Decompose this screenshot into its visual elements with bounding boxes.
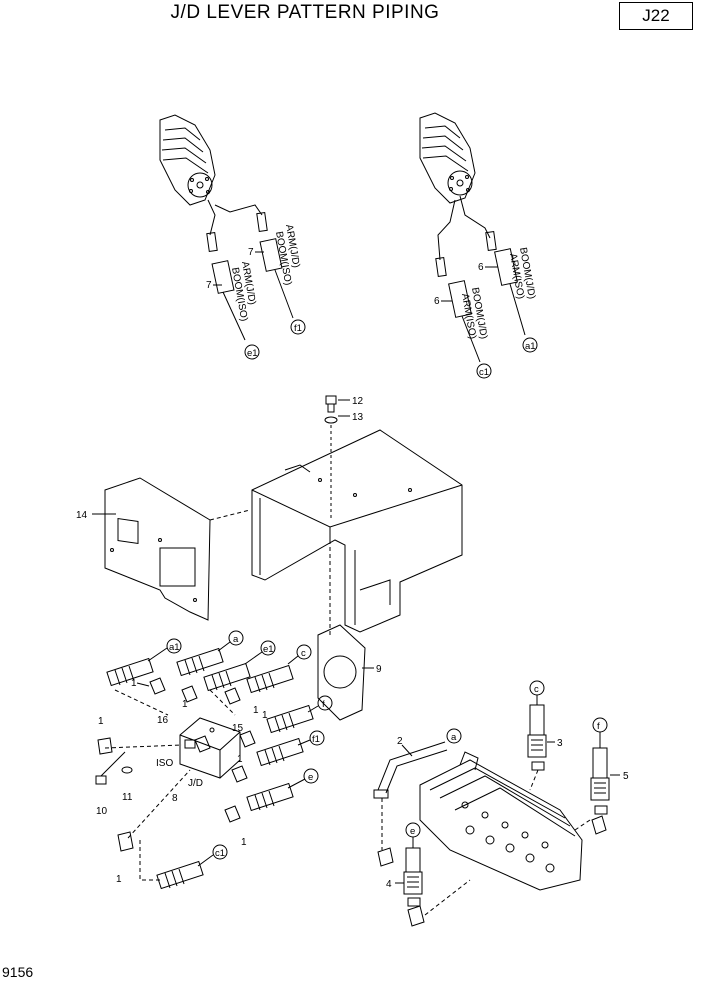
bolt-12 [325, 395, 337, 413]
callout-14: 14 [76, 510, 88, 521]
page-number: 9156 [2, 964, 34, 980]
callout-10: 10 [96, 806, 108, 817]
callout-3: 3 [557, 738, 563, 749]
callout-12: 12 [352, 396, 364, 407]
main-control-valve [419, 751, 583, 891]
hose-fitting-f [266, 695, 333, 734]
left-hose-end-e1 [211, 260, 260, 360]
callout-9: 9 [376, 664, 382, 675]
hose-4 [403, 822, 425, 927]
callout-1h: 1 [116, 874, 122, 885]
hose-3 [527, 680, 547, 771]
callout-6a: 6 [434, 296, 440, 307]
callout-11: 11 [122, 792, 133, 803]
callout-5: 5 [623, 771, 629, 782]
tag-a: a [233, 634, 239, 645]
cover-plate-14 [104, 477, 211, 621]
callout-8: 8 [172, 793, 178, 804]
tag-c1: c1 [215, 848, 225, 859]
assembly-leader-lines [104, 689, 236, 881]
hose-fitting-c [246, 644, 312, 694]
pipe-2 [373, 728, 462, 799]
callout-7b: 7 [248, 247, 254, 258]
tag-f1: f1 [312, 734, 320, 745]
hose-5 [590, 717, 610, 815]
tag-f-valve: f [597, 721, 600, 732]
elbow-fittings [97, 677, 256, 852]
tag-f: f [322, 699, 325, 710]
hose-fitting-c1 [156, 844, 228, 890]
label-iso: ISO [156, 758, 173, 769]
callout-1c: 1 [253, 705, 259, 716]
bolt-10 [95, 751, 126, 785]
washer-11 [121, 766, 133, 774]
washer-13 [324, 416, 338, 424]
tag-a1-top: a1 [525, 341, 536, 352]
callout-1b: 1 [182, 699, 188, 710]
label-jd: J/D [188, 778, 203, 789]
tag-e: e [308, 772, 313, 783]
tag-c-valve: c [534, 684, 539, 695]
tag-a1: a1 [169, 642, 180, 653]
tag-c1-top: c1 [479, 367, 489, 378]
hose-fitting-e1 [203, 640, 276, 692]
pilot-valve-block-16 [179, 717, 241, 779]
callout-15: 15 [232, 723, 244, 734]
callout-1d: 1 [262, 710, 268, 721]
right-hose-end-c1 [448, 280, 492, 379]
callout-2: 2 [397, 736, 403, 747]
page-title: J/D LEVER PATTERN PIPING [170, 2, 440, 23]
tag-a-valve: a [451, 732, 457, 743]
callout-1a: 1 [131, 678, 137, 689]
callout-1g: 1 [241, 837, 247, 848]
page-code-box: J22 [619, 2, 693, 30]
bracket-9 [317, 540, 366, 721]
tag-c: c [301, 648, 306, 659]
callout-1e: 1 [98, 716, 104, 727]
left-fitting-upper [206, 211, 268, 253]
elbow-lower-left [377, 847, 394, 867]
hose-fitting-e [246, 768, 319, 812]
console-box [251, 429, 463, 633]
tag-e1-top: e1 [247, 348, 258, 359]
hose-fitting-a [176, 630, 244, 677]
hose-fitting-a1 [106, 638, 182, 687]
tag-e-valve: e [410, 826, 415, 837]
tag-f1-top: f1 [294, 323, 302, 334]
callout-16: 16 [157, 715, 169, 726]
callout-1f: 1 [237, 754, 243, 765]
right-joystick [419, 112, 476, 204]
elbow-right [591, 815, 607, 835]
left-joystick [159, 114, 216, 206]
tag-e1: e1 [263, 644, 274, 655]
callout-13: 13 [352, 412, 364, 423]
hose-fitting-f1 [256, 730, 325, 767]
callout-4: 4 [386, 879, 392, 890]
callout-7a: 7 [206, 280, 212, 291]
callout-6b: 6 [478, 262, 484, 273]
left-hose-end-f1 [259, 238, 306, 335]
right-hose-end-a1 [494, 248, 538, 353]
